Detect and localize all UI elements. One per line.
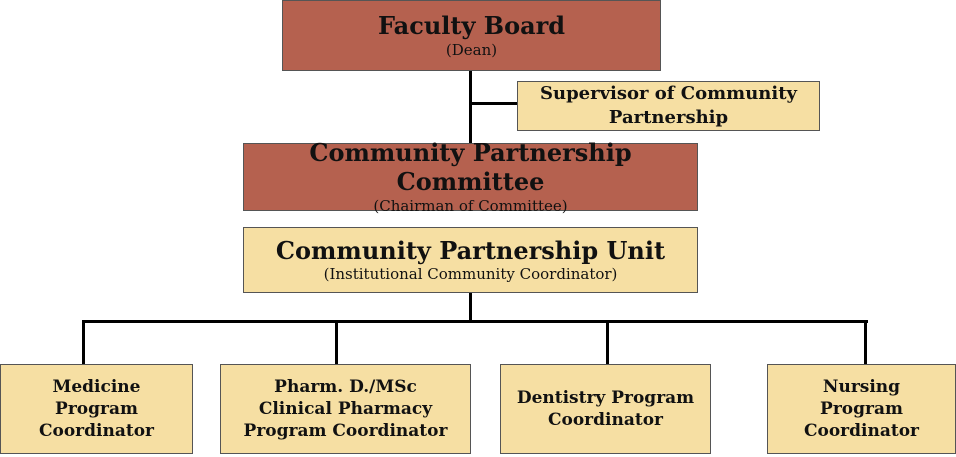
committee-subtitle: (Chairman of Committee) <box>373 196 568 215</box>
dentistry-coordinator-title: Dentistry Program Coordinator <box>516 388 695 430</box>
connector-medicine <box>82 320 85 365</box>
connector-unit-down <box>469 292 472 322</box>
faculty-board-box: Faculty Board (Dean) <box>282 0 661 71</box>
medicine-coordinator-title: Medicine Program Coordinator <box>38 377 155 441</box>
medicine-coordinator-box: Medicine Program Coordinator <box>0 364 193 454</box>
nursing-coordinator-box: Nursing Program Coordinator <box>767 364 956 454</box>
connector-to-supervisor <box>469 102 518 105</box>
unit-title: Community Partnership Unit <box>275 235 666 265</box>
connector-pharmacy <box>335 320 338 365</box>
committee-title: Community Partnership Committee <box>309 138 632 196</box>
connector-board-to-committee <box>469 70 472 144</box>
connector-nursing <box>864 320 867 365</box>
supervisor-title: Supervisor of Community Partnership <box>539 83 798 128</box>
pharmacy-coordinator-box: Pharm. D./MSc Clinical Pharmacy Program … <box>220 364 471 454</box>
unit-box: Community Partnership Unit (Institutiona… <box>243 227 698 293</box>
pharmacy-coordinator-title: Pharm. D./MSc Clinical Pharmacy Program … <box>243 377 448 441</box>
unit-subtitle: (Institutional Community Coordinator) <box>323 265 618 284</box>
supervisor-box: Supervisor of Community Partnership <box>517 81 820 131</box>
connector-horizontal-bar <box>82 320 868 323</box>
nursing-coordinator-title: Nursing Program Coordinator <box>803 377 920 441</box>
faculty-board-title: Faculty Board <box>377 11 566 41</box>
faculty-board-subtitle: (Dean) <box>445 40 498 59</box>
committee-box: Community Partnership Committee (Chairma… <box>243 138 698 215</box>
dentistry-coordinator-box: Dentistry Program Coordinator <box>500 364 711 454</box>
connector-dentistry <box>606 320 609 365</box>
